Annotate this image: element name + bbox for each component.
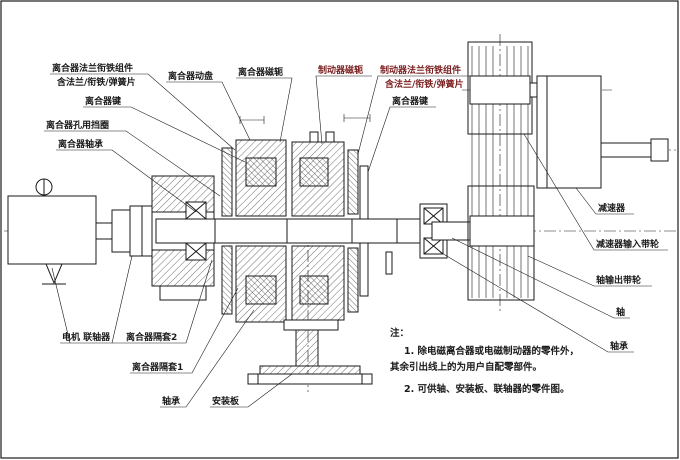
label-bearing: 轴承 [162,395,180,407]
notes-line2: 其余引出线上的为用户自配零部件。 [390,361,542,373]
label-shaft: 轴 [616,306,625,318]
brake-flange-disc [359,165,393,297]
label-brake-flange-armature-sub: 含法兰/衔铁/弹簧片 [384,78,464,90]
label-clutch-yoke: 离合器磁轭 [238,66,283,78]
label-clutch-bore-retaining-ring: 离合器孔用挡圈 [46,119,109,131]
label-clutch-spacer-1: 离合器隔套1 [132,361,183,373]
label-shaft-bearing: 轴承 [610,340,628,352]
brake-assembly [291,131,359,321]
label-motor-coupling: 电机 联轴器 [62,331,111,343]
clutch-bearing-section [185,201,207,261]
label-clutch-drive-plate: 离合器动盘 [168,70,213,82]
label-clutch-flange-armature-sub: 含法兰/衔铁/弹簧片 [56,76,136,88]
reducer-box [536,75,669,189]
coupling [111,205,155,257]
notes-heading: 注： [390,327,409,339]
output-pulley [467,185,535,301]
notes-line3: 2. 可供轴、安装板、联轴器的零件图。 [404,383,570,395]
mounting-pedestal [247,319,373,385]
input-pulley [467,41,538,135]
label-mounting-plate: 安装板 [212,395,240,407]
motor-body [7,178,113,285]
dimension-marks [239,114,371,124]
label-shaft-output-pulley: 轴输出带轮 [596,274,641,286]
label-reducer: 减速器 [598,202,626,214]
label-clutch-bearing: 离合器轴承 [58,138,103,150]
notes-block: 注： 1. 除电磁离合器或电磁制动器的零件外， 其余引出线上的为用户自配零部件。… [390,327,579,395]
notes-line1: 1. 除电磁离合器或电磁制动器的零件外， [404,345,579,357]
label-clutch-key-left: 离合器键 [85,95,122,107]
part-labels: 离合器法兰衔铁组件 含法兰/衔铁/弹簧片 离合器键 离合器孔用挡圈 离合器轴承 … [46,62,659,407]
clutch-assembly [221,139,287,323]
label-reducer-input-pulley: 减速器输入带轮 [596,238,659,250]
leader-lines [44,73,668,408]
label-clutch-flange-armature: 离合器法兰衔铁组件 [52,62,133,74]
main-shaft [155,218,433,244]
label-brake-flange-armature: 制动器法兰衔铁组件 [380,64,461,76]
label-clutch-key-right: 离合器键 [392,95,429,107]
label-brake-yoke: 制动器磁轭 [318,64,363,76]
label-clutch-spacer-2: 离合器隔套2 [126,331,177,343]
